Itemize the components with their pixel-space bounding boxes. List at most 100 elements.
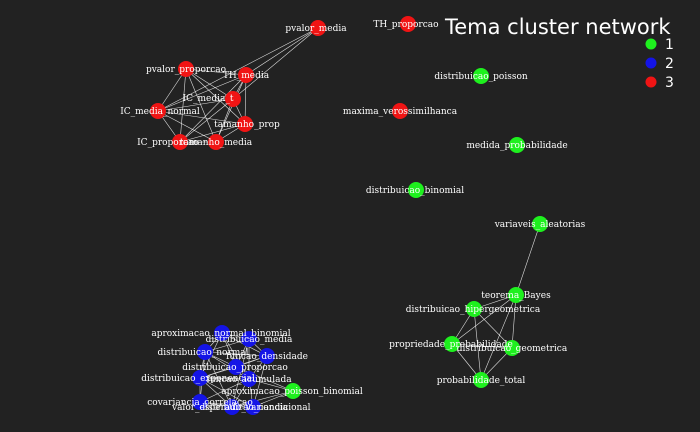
node-label-tamanho_prop: tamanho_prop	[214, 120, 280, 130]
node-label-probabilidade_total: probabilidade_total	[437, 376, 526, 386]
node-label-distribuicao_normal: distribuicao_normal	[157, 348, 248, 358]
node-aproximacao_normal_binomial	[214, 325, 230, 341]
node-maxima_verossimilhanca	[392, 103, 408, 119]
edge-distribuicao_exponencial-distribuicao_condicional	[199, 377, 254, 408]
node-distribuicao_poisson	[473, 68, 489, 84]
node-funcao_acumulada	[241, 371, 257, 387]
edge-distribuicao_exponencial-funcao_acumulada	[199, 377, 250, 380]
node-label-funcao_densidade: funcao_densidade	[226, 352, 308, 362]
node-label-tamanho_media: tamanho_media	[180, 138, 253, 148]
node-label-TH_proporcao: TH_proporcao	[373, 20, 438, 30]
edge-propriedade_probabilidade-distribuicao_geometrica	[451, 343, 513, 349]
edge-variaveis_aleatorias-teorema_Bayes	[515, 223, 541, 296]
node-pvalor_proporcao	[178, 61, 194, 77]
node-propriedade_probabilidade	[444, 336, 460, 352]
node-covariancia_correlacao	[192, 394, 208, 410]
node-label-IC_media_normal: IC_media_normal	[120, 107, 200, 117]
edge-distribuicao_normal-funcao_acumulada	[204, 351, 250, 380]
edge-pvalor_media-TH_media	[245, 27, 319, 76]
edge-pvalor_proporcao-IC_media_normal	[157, 68, 187, 112]
node-label-aproximacao_poisson_binomial: aproximacao_poisson_binomial	[221, 387, 363, 397]
legend-swatch-3	[645, 76, 657, 88]
edge-pvalor_media-IC_media_normal	[157, 27, 319, 112]
edge-teorema_Bayes-distribuicao_geometrica	[511, 294, 517, 349]
edge-IC_media_normal-tamanho_prop	[157, 110, 246, 125]
edge-distribuicao_hipergeometrica-probabilidade_total	[473, 308, 482, 381]
legend-label-2: 2	[665, 56, 674, 72]
node-label-pvalor_media: pvalor_media	[285, 24, 347, 34]
node-pvalor_media	[310, 20, 326, 36]
edge-IC_media_t-IC_proporcao	[179, 98, 234, 143]
edge-distribuicao_normal-funcao_densidade	[204, 351, 268, 357]
node-label-distribuicao_hipergeometrica: distribuicao_hipergeometrica	[406, 305, 541, 315]
node-tamanho_media	[208, 134, 224, 150]
edge-distribuicao_proporcao-aproximacao_poisson_binomial	[235, 366, 294, 392]
node-probabilidade_total	[473, 372, 489, 388]
node-label-distribuicao_poisson: distribuicao_poisson	[434, 72, 528, 82]
node-funcao_densidade	[259, 348, 275, 364]
node-TH_proporcao	[400, 16, 416, 32]
node-label-aproximacao_normal_binomial: aproximacao_normal_binomial	[151, 329, 290, 339]
node-variaveis_aleatorias	[532, 216, 548, 232]
node-tamanho_prop	[237, 116, 253, 132]
node-aproximacao_poisson_binomial	[285, 383, 301, 399]
node-distribuicao_media	[241, 331, 257, 347]
edge-pvalor_proporcao-tamanho_media	[185, 68, 217, 143]
legend-label-3: 3	[665, 75, 674, 91]
edge-distribuicao_hipergeometrica-distribuicao_geometrica	[473, 308, 513, 349]
node-label-distribuicao_geometrica: distribuicao_geometrica	[457, 344, 568, 354]
node-label-distribuicao_exponencial: distribuicao_exponencial	[141, 374, 255, 384]
node-label-teorema_Bayes: teorema_Bayes	[481, 291, 551, 301]
edge-distribuicao_normal-valor_esperado_variancia	[204, 351, 233, 408]
node-distribuicao_proporcao	[228, 359, 244, 375]
node-label-variaveis_aleatorias: variaveis_aleatorias	[494, 220, 586, 230]
edge-TH_media-IC_media_normal	[157, 74, 247, 112]
edge-pvalor_proporcao-TH_media	[185, 68, 247, 76]
node-distribuicao_hipergeometrica	[466, 301, 482, 317]
edge-pvalor_proporcao-IC_media_t	[185, 68, 234, 100]
node-distribuicao_binomial	[408, 182, 424, 198]
node-distribuicao_normal	[197, 344, 213, 360]
legend-swatch-1	[645, 38, 657, 50]
node-IC_media_t	[225, 91, 241, 107]
label-layer: pvalor_media TH_proporcao pvalor_proporcao…	[120, 20, 585, 413]
node-teorema_Bayes	[508, 287, 524, 303]
node-label-covariancia_correlacao: covariancia_correlacao	[147, 398, 253, 408]
node-valor_esperado_variancia	[224, 399, 240, 415]
legend: 1 2 3	[645, 37, 674, 91]
node-IC_media_normal	[150, 103, 166, 119]
node-label-pvalor_proporcao: pvalor_proporcao	[146, 65, 226, 75]
edge-tamanho_prop-IC_proporcao	[179, 123, 246, 143]
node-IC_proporcao	[172, 134, 188, 150]
node-label-distribuicao_proporcao: distribuicao_proporcao	[182, 363, 288, 373]
legend-label-1: 1	[665, 37, 674, 53]
edge-TH_media-tamanho_prop	[244, 74, 247, 125]
node-label-funcao_acumulada: funcao_acumulada	[206, 375, 292, 385]
edge-IC_media_t-IC_media_normal	[157, 98, 234, 112]
legend-swatch-2	[645, 57, 657, 69]
edge-TH_media-IC_proporcao	[179, 74, 247, 143]
edge-TH_media-tamanho_media	[215, 74, 247, 143]
node-distribuicao_geometrica	[504, 340, 520, 356]
node-TH_media	[238, 67, 254, 83]
node-label-medida_probabilidade: medida_probabilidade	[466, 141, 567, 151]
edge-funcao_densidade-distribuicao_condicional	[252, 355, 268, 408]
node-label-maxima_verossimilhanca: maxima_verossimilhanca	[343, 107, 458, 117]
edge-teorema_Bayes-probabilidade_total	[480, 294, 517, 381]
node-label-distribuicao_binomial: distribuicao_binomial	[366, 186, 464, 196]
edge-IC_media_normal-tamanho_media	[157, 110, 217, 143]
edge-pvalor_media-IC_media_t	[232, 27, 319, 100]
edge-pvalor_proporcao-IC_proporcao	[179, 68, 187, 143]
node-label-propriedade_probabilidade: propriedade_probabilidade	[389, 340, 513, 350]
node-layer	[150, 16, 548, 415]
node-label-TH_media: TH_media	[223, 71, 270, 81]
node-label-distribuicao_condicional: distribuicao_condicional	[199, 403, 310, 413]
edge-funcao_acumulada-covariancia_correlacao	[199, 378, 250, 403]
edge-aproximacao_normal_binomial-funcao_acumulada	[221, 332, 250, 380]
node-distribuicao_exponencial	[192, 370, 208, 386]
node-label-IC_media_t: IC_media_t	[183, 94, 234, 104]
node-distribuicao_condicional	[245, 399, 261, 415]
edge-pvalor_proporcao-tamanho_prop	[185, 68, 246, 125]
